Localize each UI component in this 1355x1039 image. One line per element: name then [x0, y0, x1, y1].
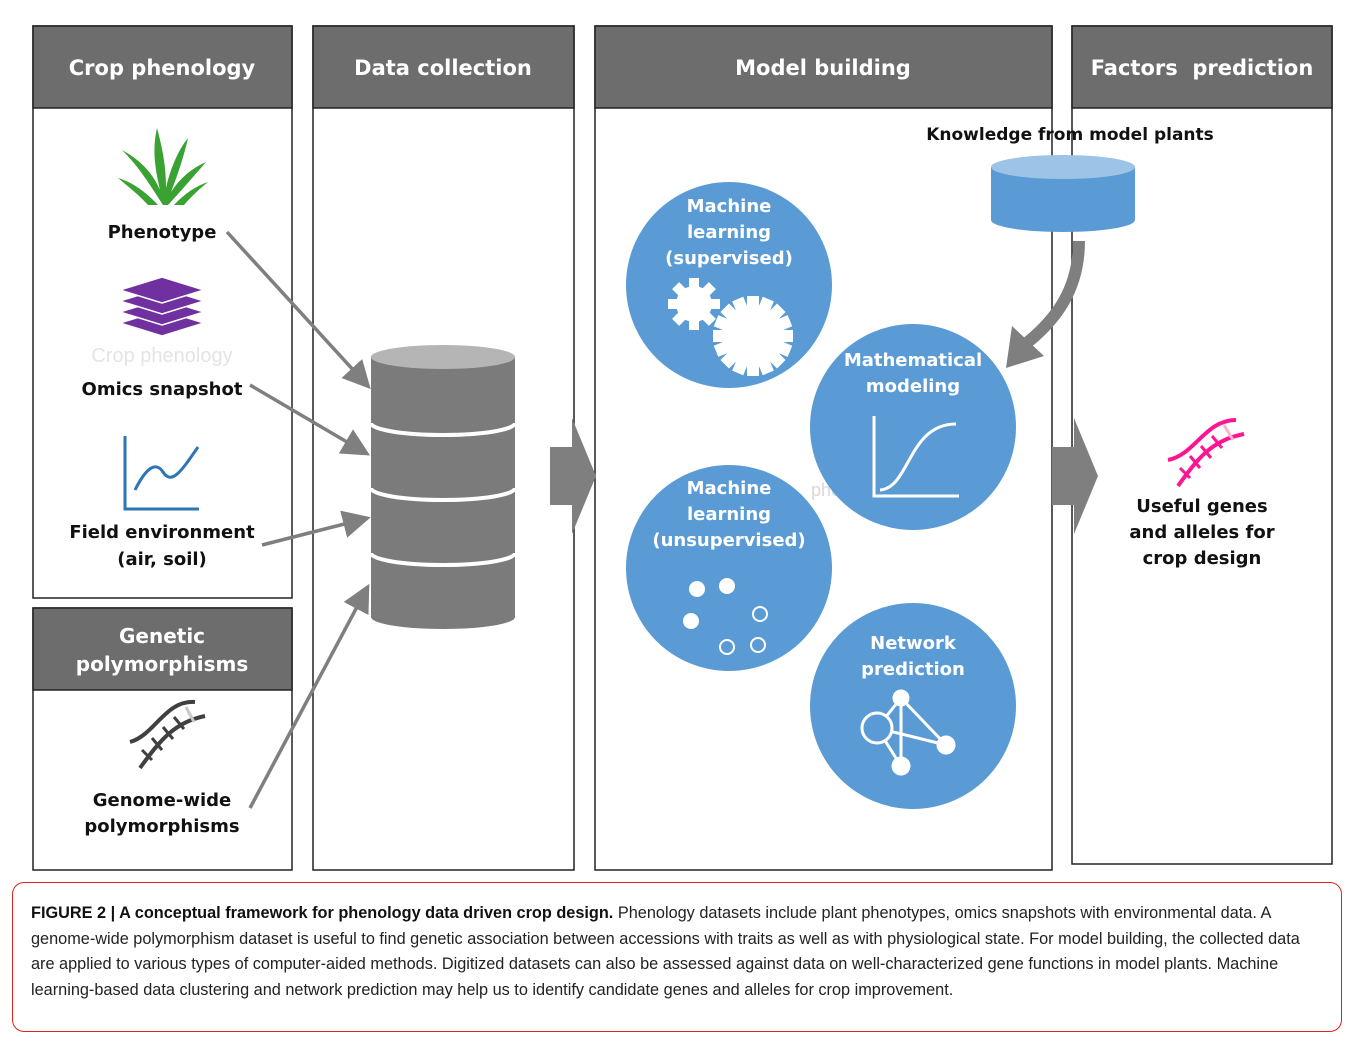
field-arrow — [261, 510, 371, 547]
knowledge-label: Knowledge from model plants — [926, 125, 1214, 145]
field-environment-label: Field environment — [69, 522, 255, 543]
model-to-factors-arrow — [1052, 418, 1098, 534]
output-label-3: crop design — [1143, 548, 1262, 569]
clusters-icon — [683, 578, 768, 655]
input-arrows — [225, 230, 371, 809]
output-label-1: Useful genes — [1136, 496, 1267, 517]
network-prediction-label-1: Network — [870, 633, 957, 654]
factors-prediction-header: Factors prediction — [1091, 56, 1314, 80]
line-chart-icon — [123, 436, 200, 511]
gears-icon — [668, 278, 793, 376]
sigmoid-curve-icon — [872, 416, 959, 498]
ml-supervised-label-2: learning — [687, 222, 771, 243]
ml-unsupervised-circle: Machine learning (unsupervised) — [626, 465, 832, 671]
math-modeling-circle: Mathematical modeling — [810, 324, 1016, 530]
crop-phenology-header: Crop phenology — [69, 56, 256, 80]
knowledge-arrow — [1024, 240, 1085, 347]
network-prediction-label-2: prediction — [861, 659, 965, 680]
output-dna-icon — [1167, 418, 1245, 488]
knowledge-arrowhead — [1006, 326, 1044, 368]
genome-wide-label: Genome-wide — [93, 790, 232, 811]
genome-wide-label-line2: polymorphisms — [84, 816, 239, 837]
plant-icon — [118, 128, 208, 205]
omics-snapshot-label: Omics snapshot — [82, 379, 243, 400]
ml-supervised-label-1: Machine — [687, 196, 772, 217]
panel-factors-prediction: Factors prediction — [1071, 25, 1333, 865]
genetic-polymorphisms-header: Genetic — [119, 624, 205, 648]
ml-supervised-circle: Machine learning (supervised) — [626, 182, 832, 388]
ml-unsupervised-label-1: Machine — [687, 478, 772, 499]
database-cylinder-icon — [369, 345, 517, 629]
genome-arrow — [248, 583, 370, 809]
knowledge-database-icon — [991, 155, 1135, 232]
data-to-model-arrow — [550, 418, 596, 534]
omics-layers-icon — [117, 276, 207, 337]
math-modeling-label-1: Mathematical — [844, 350, 982, 371]
framework-diagram: Crop phenology Genetic polymorphisms Dat… — [32, 25, 1333, 871]
panel-crop-phenology: Crop phenology — [32, 25, 293, 599]
figure-caption: FIGURE 2 | A conceptual framework for ph… — [12, 882, 1342, 1032]
genetic-polymorphisms-header-line2: polymorphisms — [76, 652, 248, 676]
omics-arrow — [249, 383, 371, 456]
ml-unsupervised-label-3: (unsupervised) — [652, 530, 805, 551]
phenotype-arrow — [225, 230, 371, 390]
crop-phenology-watermark: Crop phenology — [91, 345, 232, 367]
dna-icon — [129, 699, 206, 770]
field-environment-label-line2: (air, soil) — [117, 549, 207, 570]
ml-unsupervised-label-2: learning — [687, 504, 771, 525]
output-label-2: and alleles for — [1129, 522, 1274, 543]
caption-title: FIGURE 2 | A conceptual framework for ph… — [31, 904, 614, 922]
ml-supervised-label-3: (supervised) — [665, 248, 793, 269]
math-modeling-label-2: modeling — [866, 376, 960, 397]
caption-text: Phenology datasets include plant phenoty… — [31, 904, 1300, 999]
phenotype-label: Phenotype — [108, 222, 217, 243]
network-graph-icon — [860, 689, 956, 776]
data-collection-header: Data collection — [354, 56, 532, 80]
network-prediction-circle: Network prediction — [810, 603, 1016, 809]
model-building-header: Model building — [735, 56, 911, 80]
